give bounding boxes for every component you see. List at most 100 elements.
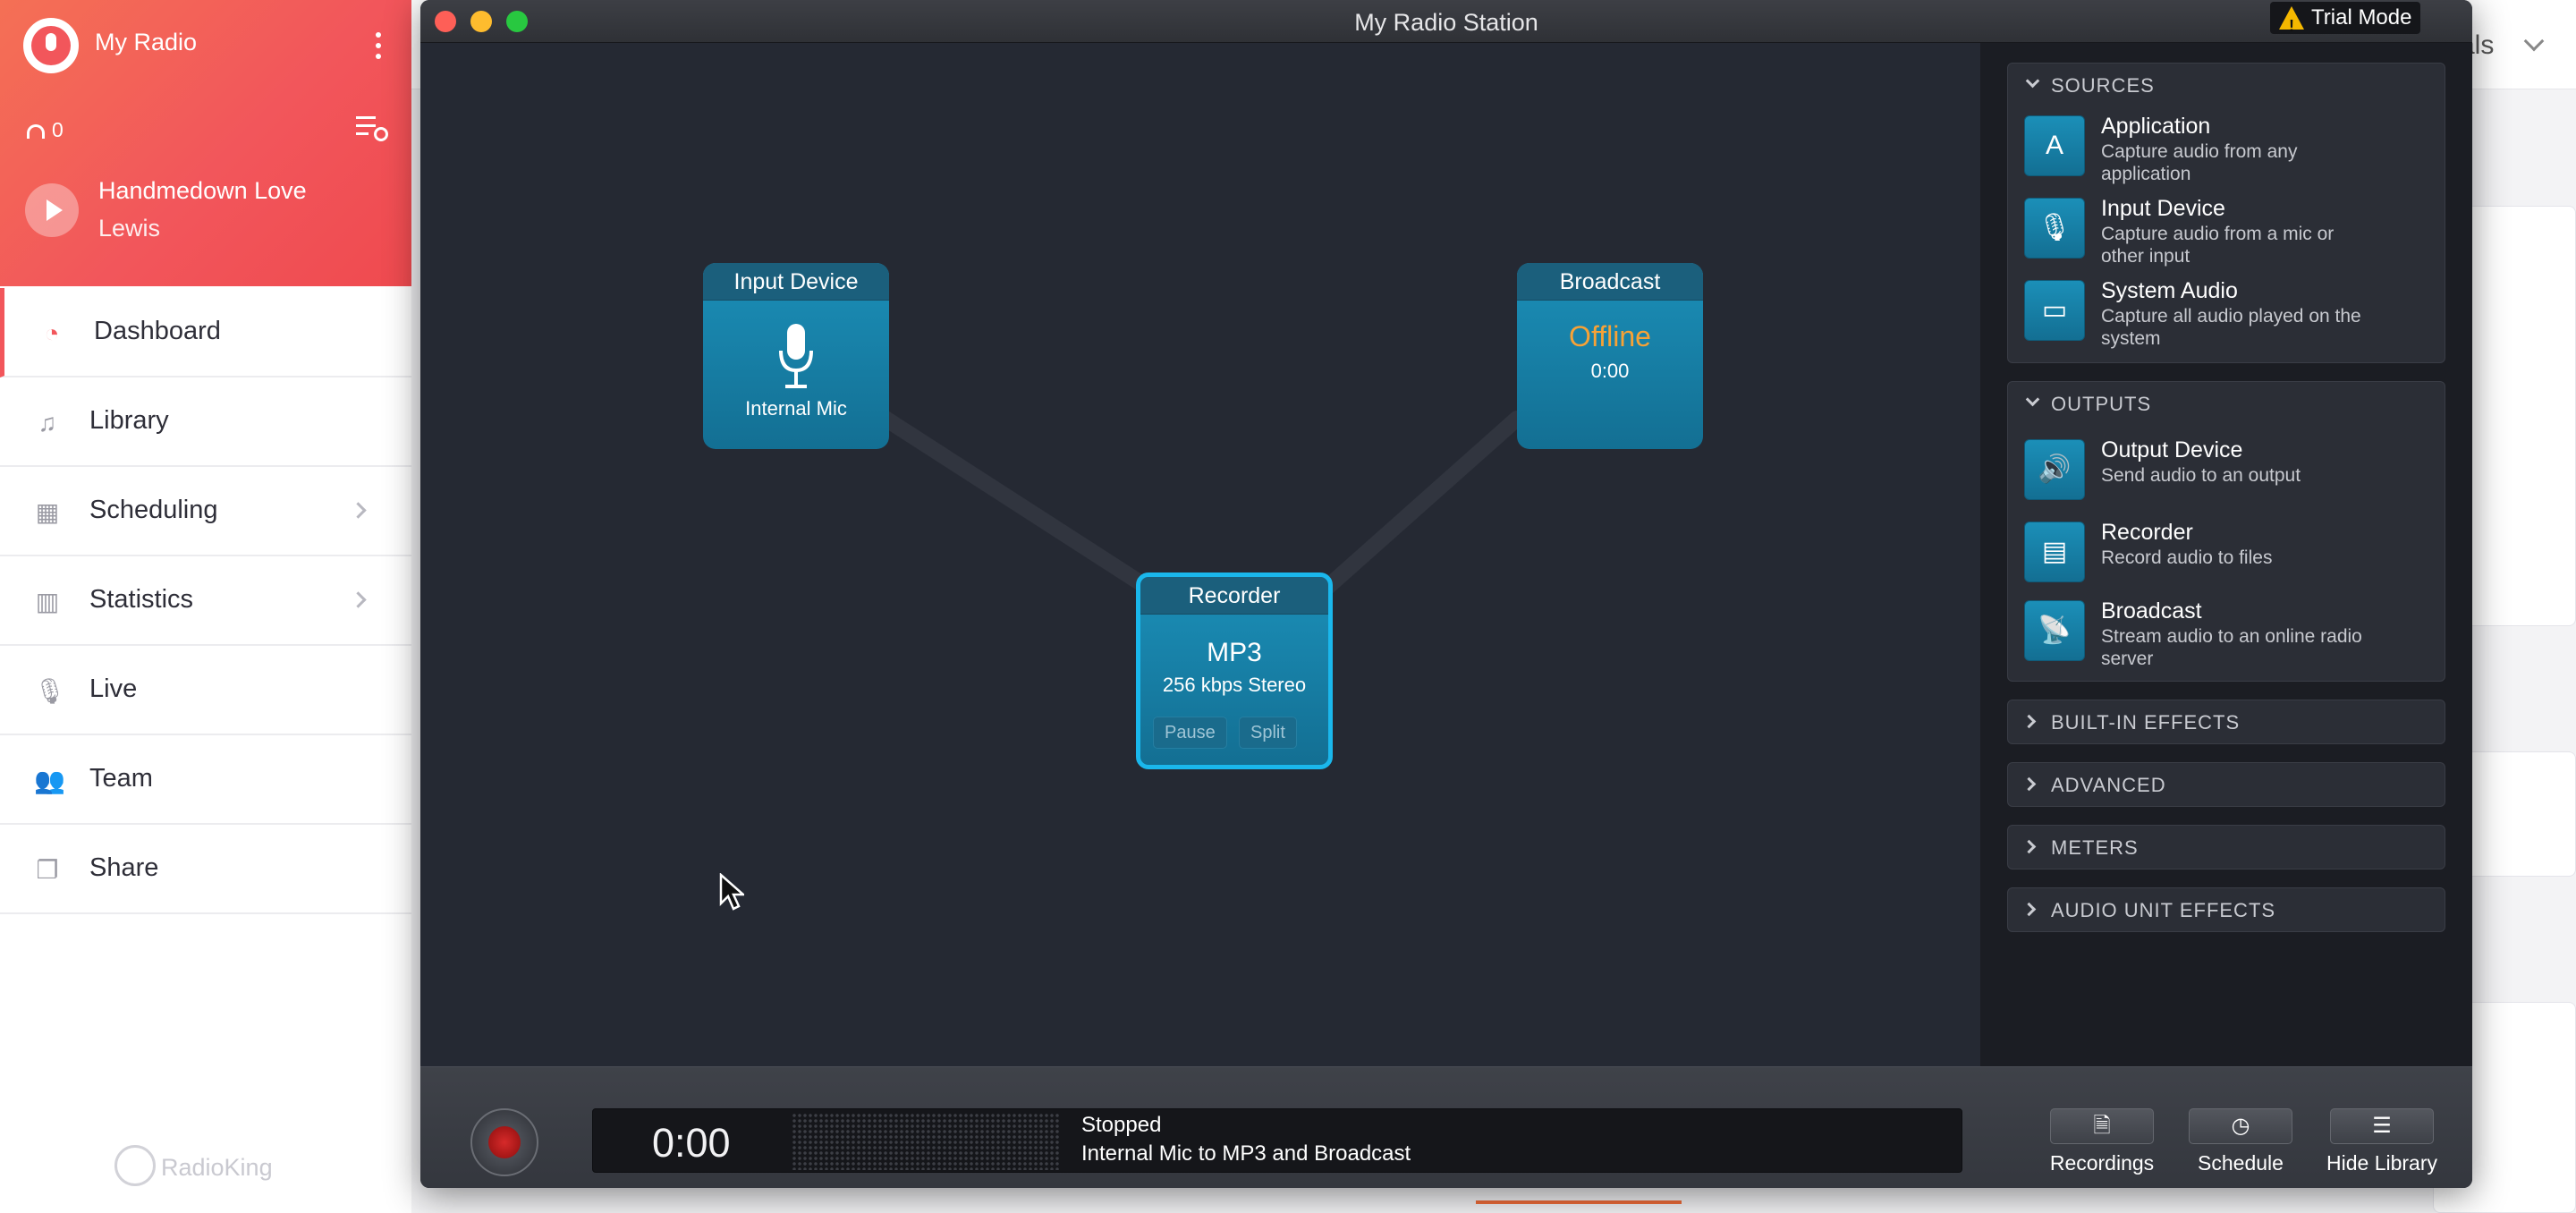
microphone-icon: 🎙 — [34, 677, 66, 705]
source-description: Capture all audio played on the system — [2101, 306, 2361, 349]
elapsed-time: 0:00 — [652, 1120, 731, 1166]
more-options-icon[interactable] — [376, 32, 381, 59]
section-header: BUILT-IN EFFECTS — [2051, 711, 2241, 734]
listener-count: 0 — [27, 118, 64, 142]
team-icon: 👥 — [34, 767, 65, 794]
recordings-icon: 🗎 — [2050, 1108, 2154, 1144]
section-header: ADVANCED — [2051, 774, 2166, 796]
chevron-right-icon — [350, 502, 367, 519]
source-title: Input Device — [2101, 196, 2225, 221]
sidebar-item-label: Team — [89, 764, 153, 793]
microphone-icon: 🎙 — [2024, 198, 2085, 259]
pipeline-canvas[interactable]: Input Device Internal Mic Broadcast Offl… — [420, 43, 1980, 1066]
station-name[interactable]: My Radio — [95, 29, 198, 55]
dashboard-icon: ◔ — [44, 319, 60, 347]
sources-section: SOURCES A Application Capture audio from… — [2007, 63, 2445, 363]
chevron-down-icon[interactable] — [2025, 73, 2040, 89]
monitor-icon: ▭ — [2024, 280, 2085, 341]
output-item-broadcast[interactable]: 📡 Broadcast Stream audio to an online ra… — [2024, 598, 2436, 675]
chevron-right-icon — [2021, 776, 2037, 792]
radioking-logo: RadioKing — [114, 1145, 273, 1186]
chevron-down-icon[interactable] — [2025, 392, 2040, 407]
input-device-node[interactable]: Input Device Internal Mic — [703, 263, 889, 449]
sidebar-item-library[interactable]: ♫ Library — [0, 377, 411, 467]
connection-recorder-to-broadcast — [1316, 411, 1525, 598]
radioking-crown-icon — [114, 1145, 156, 1186]
warning-icon — [2279, 6, 2304, 42]
output-item-output-device[interactable]: 🔊 Output Device Send audio to an output — [2024, 437, 2436, 514]
share-icon: ❐ — [36, 856, 59, 884]
audio-unit-effects-section[interactable]: AUDIO UNIT EFFECTS — [2007, 887, 2445, 932]
sidebar-item-share[interactable]: ❐ Share — [0, 825, 411, 914]
source-item-system-audio[interactable]: ▭ System Audio Capture all audio played … — [2024, 278, 2436, 355]
sidebar-item-statistics[interactable]: ▥ Statistics — [0, 556, 411, 646]
broadcast-time: 0:00 — [1590, 360, 1630, 382]
window-title: My Radio Station — [1354, 9, 1538, 36]
broadcast-node[interactable]: Broadcast Offline 0:00 — [1517, 263, 1703, 449]
headphones-icon — [27, 124, 45, 139]
hide-library-button[interactable]: ☰ Hide Library — [2306, 1108, 2458, 1175]
output-title: Output Device — [2101, 437, 2243, 462]
schedule-button[interactable]: ◷ Schedule — [2174, 1108, 2308, 1175]
play-button[interactable] — [25, 183, 79, 237]
clock-icon: ◷ — [2189, 1108, 2292, 1144]
pause-button[interactable]: Pause — [1153, 717, 1227, 749]
recorder-format: MP3 — [1207, 638, 1262, 667]
node-title: Input Device — [703, 263, 889, 301]
radio-station-window: My Radio Station Trial Mode Input Device… — [420, 0, 2472, 1188]
output-title: Broadcast — [2101, 598, 2202, 623]
app-store-icon: A — [2024, 115, 2085, 176]
source-item-application[interactable]: A Application Capture audio from any app… — [2024, 114, 2436, 191]
background-active-tab-indicator — [1476, 1200, 1682, 1204]
trial-mode-badge[interactable]: Trial Mode — [2270, 2, 2421, 42]
source-description: Capture audio from any application — [2101, 141, 2298, 184]
transport-bar: 0:00 Stopped Internal Mic to MP3 and Bro… — [420, 1066, 2472, 1188]
chevron-down-icon[interactable] — [2523, 30, 2545, 52]
output-description: Send audio to an output — [2101, 465, 2301, 486]
record-button[interactable] — [470, 1108, 538, 1176]
status-text: Stopped — [1081, 1113, 1162, 1137]
minimize-window-button[interactable] — [470, 11, 492, 32]
sidebar-item-label: Statistics — [89, 585, 194, 614]
chevron-right-icon — [350, 591, 367, 608]
sidebar-item-dashboard[interactable]: ◔ Dashboard — [0, 288, 411, 377]
recorder-node[interactable]: Recorder MP3 256 kbps Stereo Pause Split — [1136, 573, 1333, 769]
advanced-section[interactable]: ADVANCED — [2007, 762, 2445, 807]
meters-section[interactable]: METERS — [2007, 825, 2445, 869]
hide-library-label: Hide Library — [2326, 1151, 2437, 1175]
close-window-button[interactable] — [435, 11, 456, 32]
chevron-right-icon — [2021, 902, 2037, 917]
speaker-icon: 🔊 — [2024, 439, 2085, 500]
satellite-dish-icon: 📡 — [2024, 600, 2085, 661]
recordings-button[interactable]: 🗎 Recordings — [2030, 1108, 2174, 1175]
zoom-window-button[interactable] — [506, 11, 528, 32]
bar-chart-icon: ▥ — [35, 588, 60, 615]
source-title: System Audio — [2101, 278, 2238, 303]
node-title: Broadcast — [1517, 263, 1703, 301]
outputs-header[interactable]: OUTPUTS — [2051, 393, 2152, 415]
recordings-label: Recordings — [2049, 1151, 2155, 1175]
sidebar-item-scheduling[interactable]: ▦ Scheduling — [0, 467, 411, 556]
now-playing-artist: Lewis — [98, 215, 161, 242]
connection-input-to-recorder — [877, 411, 1160, 598]
mouse-cursor-icon — [719, 873, 744, 911]
outputs-section: OUTPUTS 🔊 Output Device Send audio to an… — [2007, 381, 2445, 682]
music-note-icon: ♫ — [38, 409, 57, 437]
route-description: Internal Mic to MP3 and Broadcast — [1081, 1141, 1411, 1166]
window-titlebar[interactable]: My Radio Station Trial Mode — [420, 0, 2472, 43]
calendar-icon: ▦ — [35, 498, 60, 526]
sources-header[interactable]: SOURCES — [2051, 74, 2155, 97]
built-in-effects-section[interactable]: BUILT-IN EFFECTS — [2007, 700, 2445, 744]
source-title: Application — [2101, 114, 2211, 139]
source-description: Capture audio from a mic or other input — [2101, 224, 2334, 267]
pipeline-connections — [877, 411, 1525, 598]
sidebar-item-team[interactable]: 👥 Team — [0, 735, 411, 825]
output-item-recorder[interactable]: ▤ Recorder Record audio to files — [2024, 520, 2436, 597]
status-display: 0:00 Stopped Internal Mic to MP3 and Bro… — [592, 1108, 1962, 1173]
sidebar-item-live[interactable]: 🎙 Live — [0, 646, 411, 735]
queue-history-icon[interactable] — [356, 116, 388, 143]
library-panel: SOURCES A Application Capture audio from… — [1980, 43, 2472, 1066]
source-item-input-device[interactable]: 🎙 Input Device Capture audio from a mic … — [2024, 196, 2436, 273]
node-device-label: Internal Mic — [745, 397, 847, 420]
split-button[interactable]: Split — [1239, 717, 1297, 749]
